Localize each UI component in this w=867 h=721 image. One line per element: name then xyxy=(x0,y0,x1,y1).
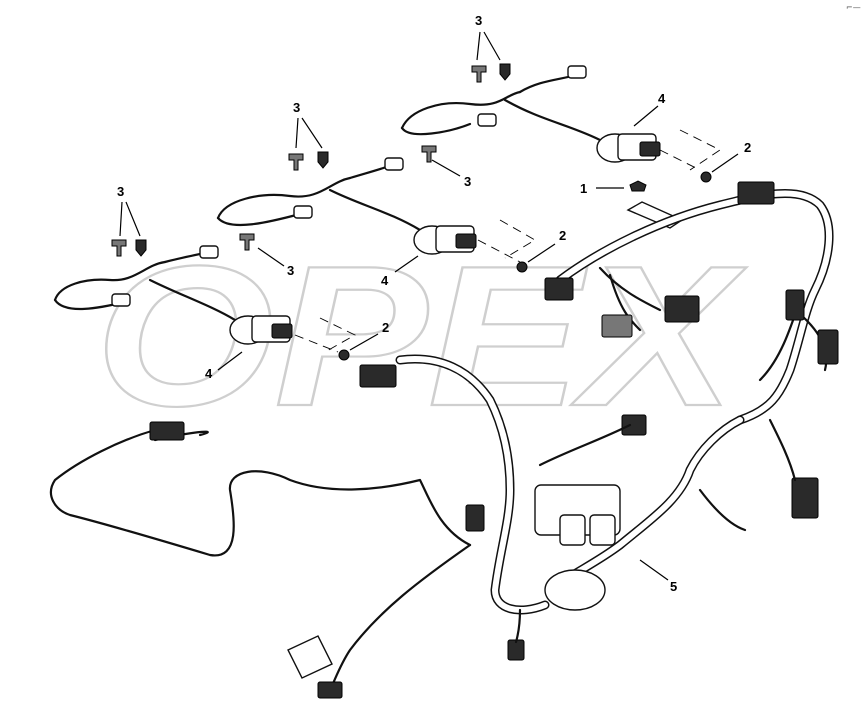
sensor-4-top xyxy=(596,133,661,163)
callout-4-top: 4 xyxy=(658,91,666,106)
sensor-harness-top xyxy=(400,65,661,163)
callout-1: 1 xyxy=(580,181,587,196)
sensor-4-middle xyxy=(413,225,477,255)
sensor-4-left xyxy=(229,315,293,345)
callout-4-left: 4 xyxy=(205,366,213,381)
sensor-harness-left xyxy=(53,245,293,345)
watermark: OPEX xyxy=(94,224,748,449)
connectors-right xyxy=(544,181,839,519)
lower-left-harness xyxy=(49,421,472,699)
callout-2-left: 2 xyxy=(382,320,389,335)
callout-3-middle: 3 xyxy=(293,100,300,115)
callout-3-center: 3 xyxy=(464,174,471,189)
callout-labels: 3 3 3 3 3 4 4 4 2 2 2 1 5 xyxy=(117,13,751,594)
leader-arrows xyxy=(119,31,739,581)
callout-3-left: 3 xyxy=(117,184,124,199)
sensor-harness-middle xyxy=(216,157,477,255)
main-harness-loom xyxy=(544,181,839,585)
callout-5: 5 xyxy=(670,579,677,594)
callout-2-top: 2 xyxy=(744,140,751,155)
callout-4-middle: 4 xyxy=(381,273,389,288)
callout-3-top: 3 xyxy=(475,13,482,28)
clips-item-3 xyxy=(111,63,511,257)
corner-mark: ⌐— xyxy=(846,3,861,12)
watermark-text: OPEX xyxy=(95,225,747,448)
callout-3-lower: 3 xyxy=(287,263,294,278)
guide-lines xyxy=(294,129,721,353)
callout-2-middle: 2 xyxy=(559,228,566,243)
center-assembly xyxy=(359,354,647,661)
bolts-item-2 xyxy=(338,171,712,361)
